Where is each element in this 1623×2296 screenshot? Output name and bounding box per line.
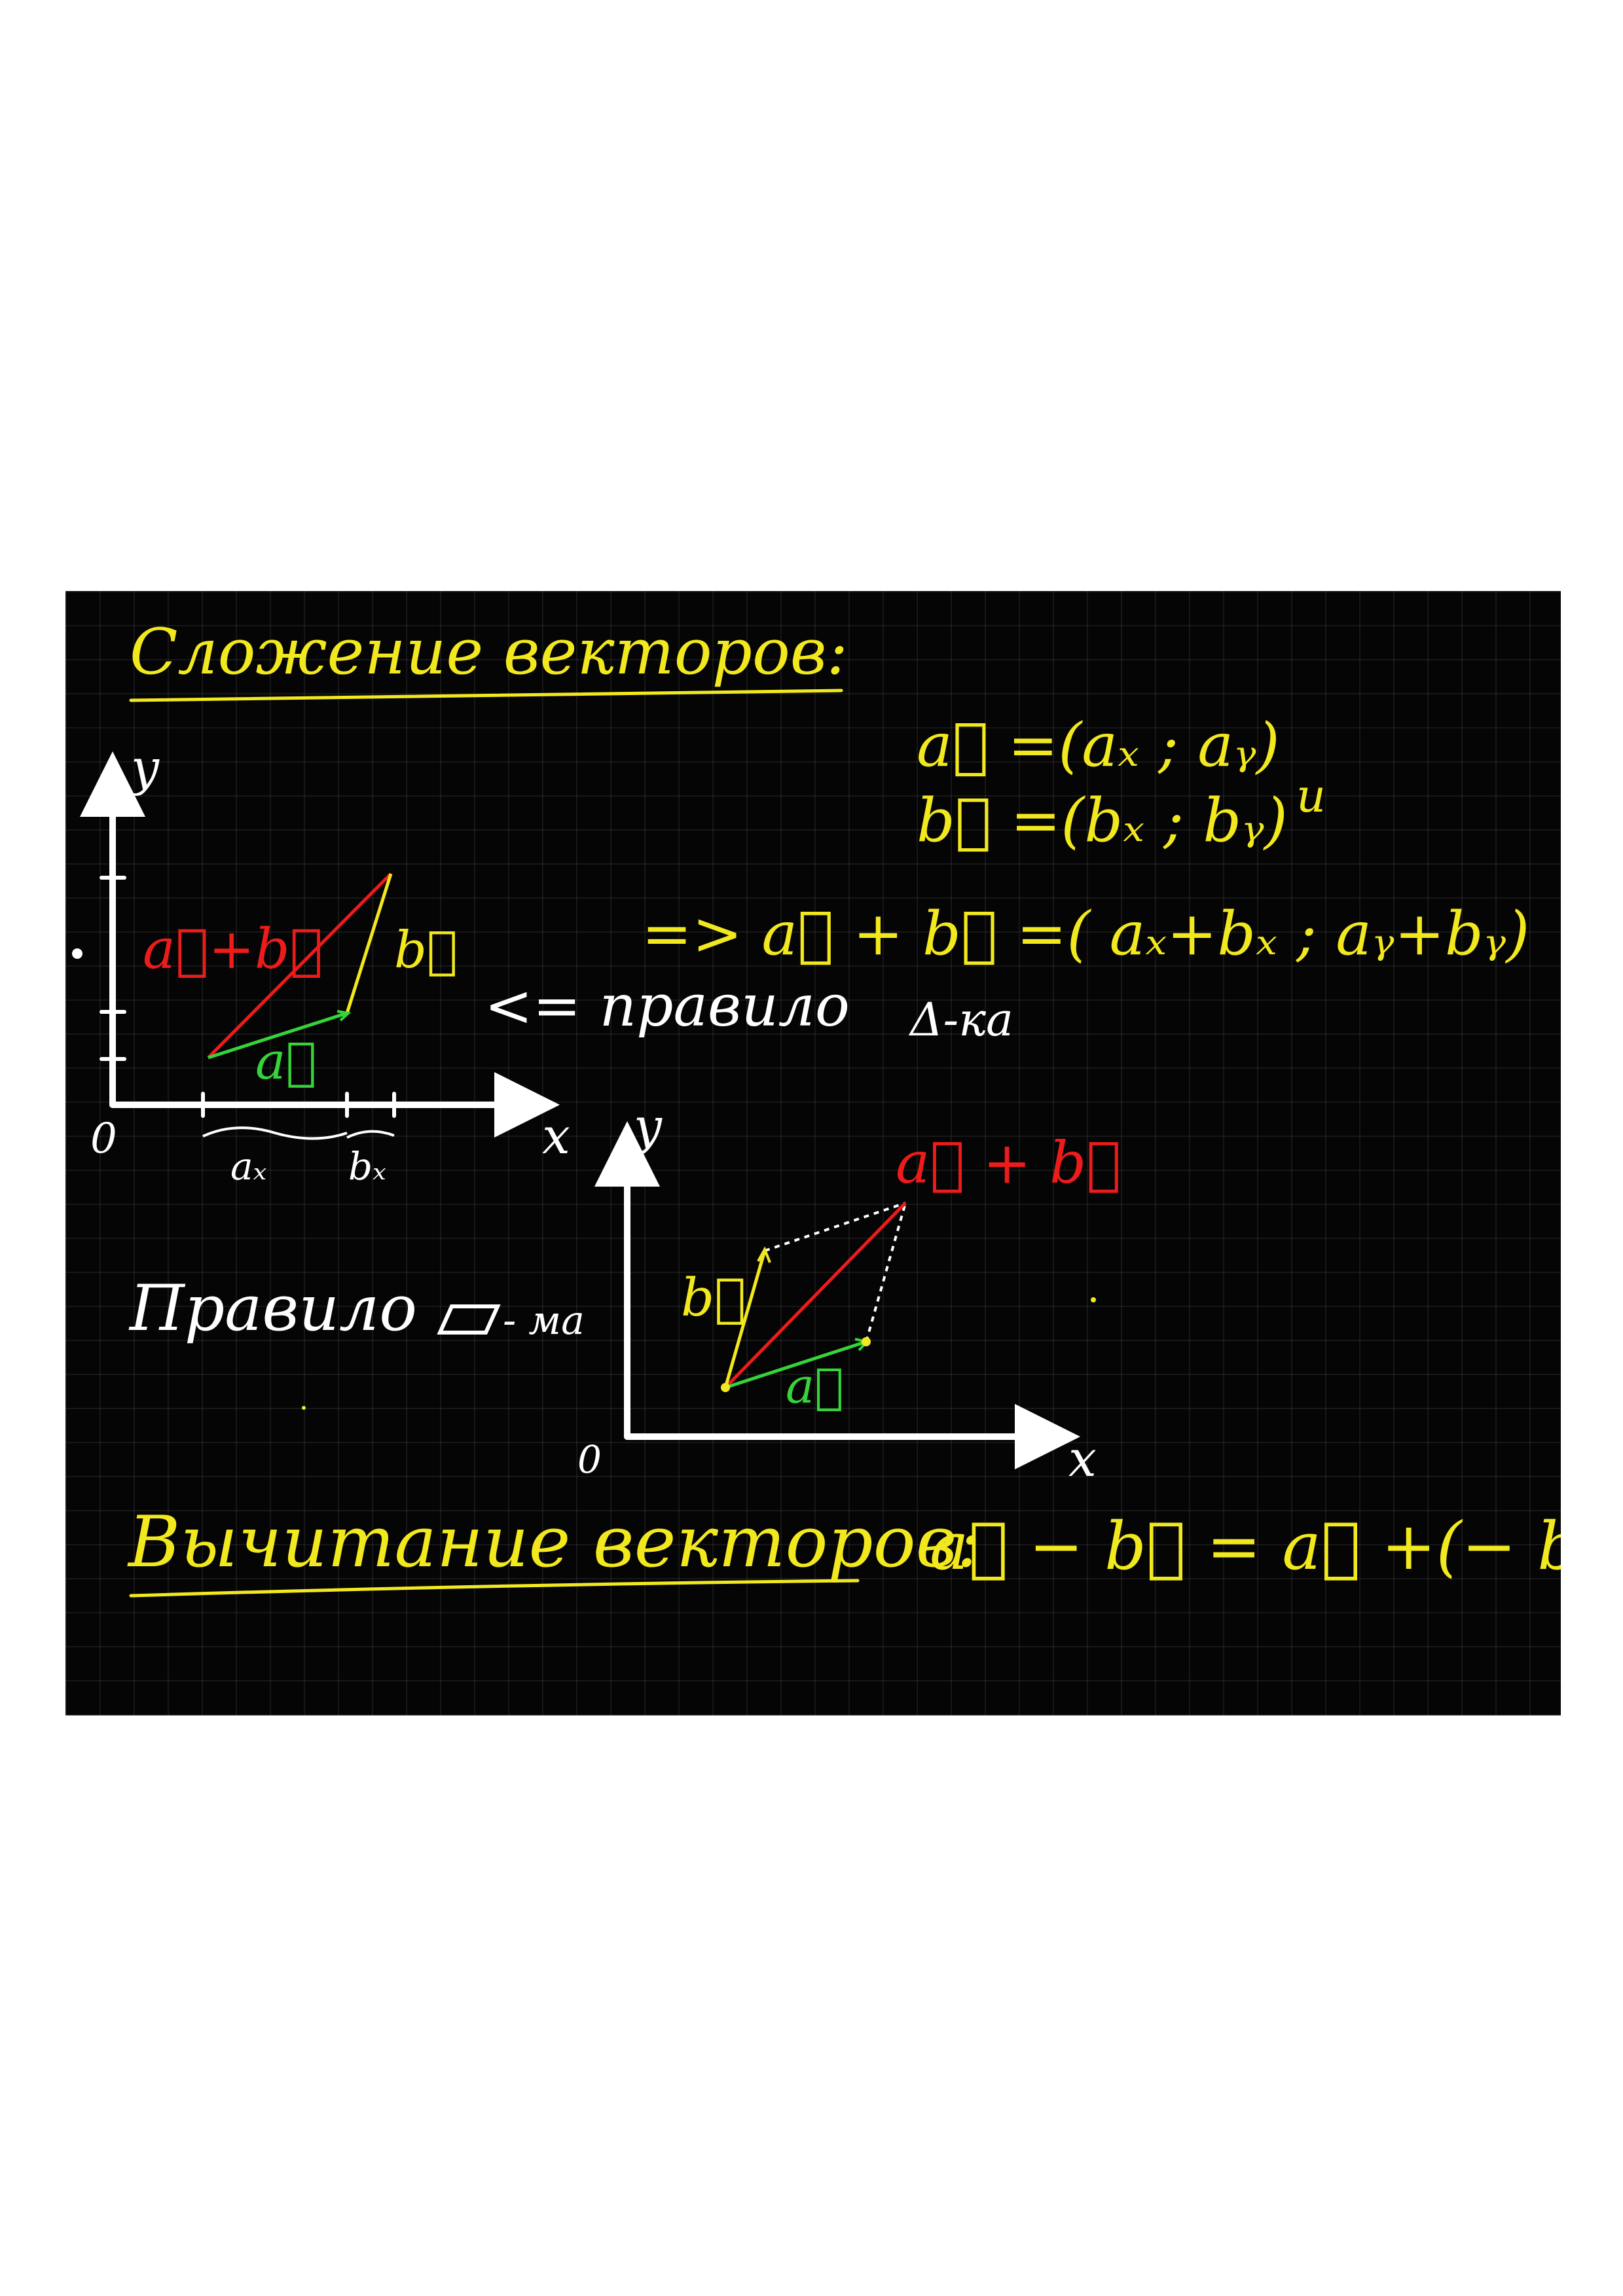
graph2-y-label: y [634,1097,662,1155]
graph1-origin-label: 0 [90,1115,117,1163]
graph2-dashed-top [764,1202,906,1252]
graph2-b-label: b⃗ [681,1267,746,1328]
graph1-sum-label: a⃗+b⃗ [143,917,323,981]
ax-brace [202,1126,348,1140]
vector-a-definition: a⃗ =(aₓ ; aᵧ) [917,710,1280,780]
graph2-a-end-point [862,1337,871,1346]
left-edge-dot [72,948,82,959]
graph1-x-label: x [542,1107,570,1165]
graph1-vector-a [208,1011,348,1060]
graph2-b-arrow-head [757,1246,771,1263]
graph1-a-label: a⃗ [255,1032,317,1091]
rule-triangle-suffix: Δ-ка [910,993,1013,1047]
graph1-vector-b [345,873,393,1014]
graph2-dashed-right [865,1202,907,1342]
graph2-axes [594,1121,1080,1469]
conjunction: и [1296,769,1326,823]
graph2-x-label: x [1068,1429,1097,1488]
graph1-bx-label: bₓ [348,1144,386,1189]
graph2-origin-point [721,1383,730,1392]
title: Сложение векторов: [130,615,848,689]
rule-parallelogram-label: Правило [130,1272,418,1345]
vector-b-definition: b⃗ =(bₓ ; bᵧ) [917,785,1288,855]
bx-brace [346,1130,395,1139]
rule-triangle-label: <= правило [484,972,850,1039]
graph1-ticks [100,876,396,1118]
graph1-a-arrow-head [337,1010,352,1022]
title-underline [129,689,843,702]
graph1-ax-label: aₓ [230,1144,267,1189]
graph2-a-label: a⃗ [786,1358,844,1414]
subtraction-formula: a⃗ − b⃗ = a⃗ +(− b⃗) [930,1508,1561,1585]
graph2-sum-label: a⃗ + b⃗ [896,1129,1122,1196]
drawing-layer [72,689,1096,1598]
graph2-origin-label: 0 [577,1437,602,1482]
subtraction-underline [129,1579,860,1598]
stray-dot [1091,1297,1096,1302]
graph1-axes [80,751,560,1138]
graph1-y-label: y [131,738,159,797]
rule-parallelogram-suffix: - ма [503,1298,585,1344]
sum-implication: => a⃗ + b⃗ =( aₓ+bₓ ; aᵧ+bᵧ) [642,899,1530,969]
graph2-vector-a [725,1340,867,1390]
subtraction-heading: Вычитание векторов: [128,1501,981,1583]
graph2-vector-b [723,1250,767,1388]
graph1-vector-sum [207,872,392,1059]
graph2-vector-sum [724,1202,907,1389]
whiteboard-canvas: Сложение векторов: a⃗ =(aₓ ; aᵧ) и b⃗ =(… [65,591,1561,1715]
stray-dot-2 [302,1406,306,1410]
parallelogram-symbol [437,1304,501,1335]
graph1-b-label: b⃗ [394,921,458,980]
